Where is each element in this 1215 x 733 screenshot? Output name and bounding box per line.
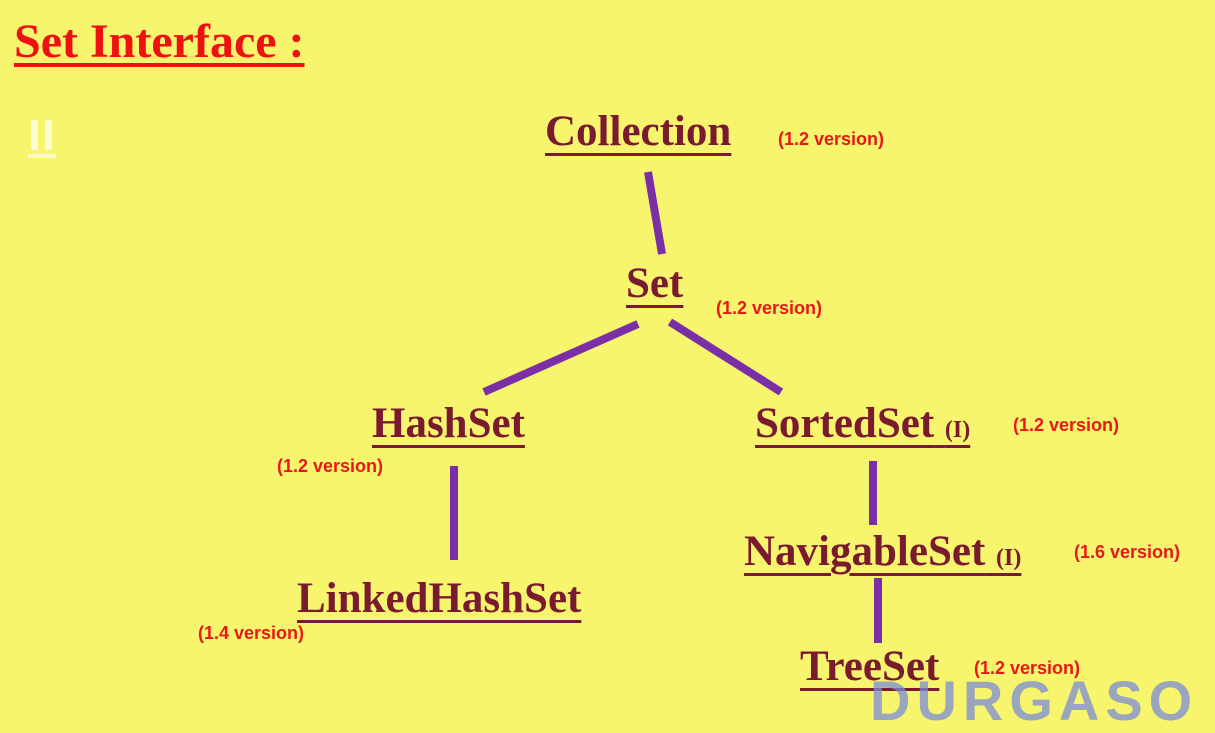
node-hashset-label: HashSet: [372, 400, 525, 447]
hierarchy-edges: [450, 171, 882, 643]
node-set-label: Set: [626, 260, 684, 307]
node-hashset: HashSet: [372, 402, 525, 445]
node-navigableset-label: NavigableSet: [744, 528, 986, 575]
version-set: (1.2 version): [716, 298, 823, 318]
node-collection: Collection: [545, 110, 731, 153]
edge-set-sortedset: [667, 318, 784, 396]
node-sortedset-label: SortedSet: [755, 400, 935, 447]
version-hashset: (1.2 version): [277, 456, 384, 476]
version-treeset: (1.2 version): [974, 658, 1081, 678]
watermark-logo: DURGASO: [870, 669, 1199, 732]
node-treeset-label: TreeSet: [800, 643, 940, 690]
node-set: Set: [626, 262, 683, 305]
page-title: Set Interface :: [14, 15, 305, 68]
node-navigableset: NavigableSet (I): [744, 530, 1021, 573]
node-sortedset: SortedSet (I): [755, 402, 970, 445]
edge-collection-set: [644, 171, 666, 255]
version-collection: (1.2 version): [778, 129, 885, 149]
node-collection-label: Collection: [545, 108, 732, 155]
version-linkedhashset: (1.4 version): [198, 623, 305, 643]
node-linkedhashset: LinkedHashSet: [297, 577, 581, 620]
node-sortedset-suffix: (I): [944, 417, 971, 443]
node-linkedhashset-label: LinkedHashSet: [297, 575, 582, 622]
version-sortedset: (1.2 version): [1013, 415, 1120, 435]
node-navigableset-suffix: (I): [996, 545, 1022, 571]
pause-icon[interactable]: [28, 114, 56, 158]
version-navigableset: (1.6 version): [1074, 542, 1181, 562]
edge-set-hashset: [482, 320, 640, 396]
node-treeset: TreeSet: [800, 645, 939, 688]
